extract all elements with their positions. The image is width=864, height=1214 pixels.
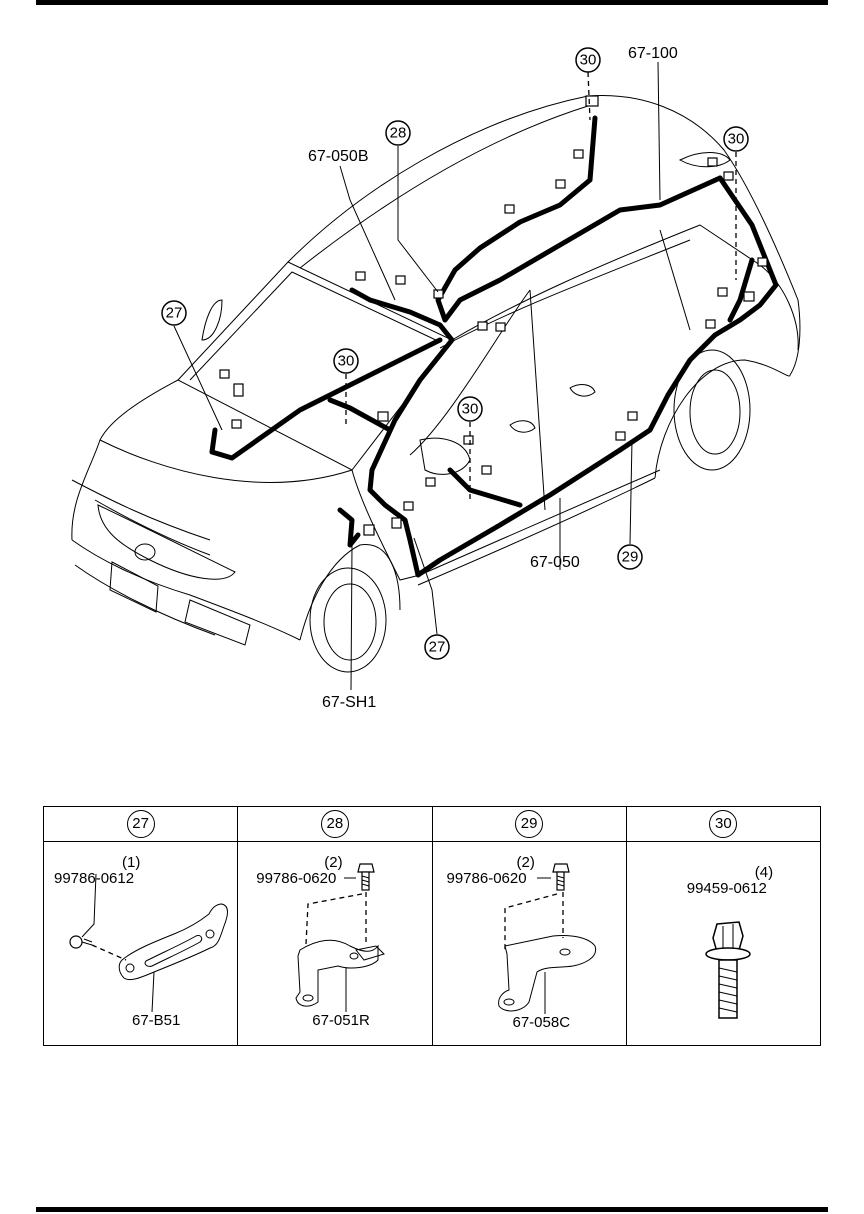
bolt-icon (551, 863, 570, 891)
callout-number: 30 (580, 52, 597, 69)
header-number-27: 27 (126, 810, 155, 838)
parts-cell-29: (2) 99786-0620 67-058C (431, 841, 627, 1046)
callout-30-dash: 30 (333, 348, 359, 374)
parts-table: 27 28 29 30 (1) 99786-0612 67-B51 (42, 806, 822, 1046)
qty-29: (2) (516, 854, 535, 871)
bottom-border-rule (36, 1207, 828, 1212)
bolt-icon (357, 863, 376, 891)
parts-table-header-row: 27 28 29 30 (42, 806, 822, 842)
callout-28: 28 (385, 120, 411, 146)
callout-29: 29 (617, 544, 643, 570)
header-number-29: 29 (515, 810, 544, 838)
door-branch-line (447, 467, 523, 508)
dash-harness-line (209, 337, 443, 461)
floor-harness-label: 67-050 (530, 554, 580, 571)
callout-number: 27 (166, 305, 183, 322)
front-harness-line (349, 287, 623, 578)
bolt-number-27: 99786-0612 (54, 870, 135, 887)
bolt-icon (69, 935, 93, 949)
bracket-67-058c-drawing (497, 863, 596, 1014)
callout-27-bottom: 27 (424, 634, 450, 660)
dash-branch-line (327, 397, 393, 433)
parts-table-header-cell: 30 (625, 806, 822, 842)
callout-number: 29 (622, 549, 639, 566)
callout-30-door: 30 (457, 396, 483, 422)
parts-table-header-cell: 27 (42, 806, 239, 842)
sub-harness-line (337, 507, 361, 548)
roof-rear-pillar-line (727, 257, 755, 323)
parts-cell-28: (2) 99786-0620 67-051R (237, 841, 433, 1046)
part-number-29: 67-058C (512, 1014, 571, 1031)
header-number-30: 30 (709, 810, 738, 838)
front-harness-label: 67-050B (308, 148, 369, 165)
bracket-67-b51-drawing (69, 873, 228, 1013)
header-number-28: 28 (320, 810, 349, 838)
qty-27: (1) (122, 854, 141, 871)
parts-table-header-cell: 29 (431, 806, 627, 842)
bolt-number-29: 99786-0620 (446, 870, 527, 887)
sub-harness-label: 67-SH1 (322, 694, 376, 711)
roof-harness-line (435, 115, 723, 323)
connectors (219, 95, 768, 536)
qty-30: (4) (754, 864, 774, 881)
car-body-outline (71, 94, 801, 673)
roof-harness-rear-line (617, 175, 779, 453)
leader-lines (173, 61, 737, 691)
flange-bolt-icon (705, 921, 751, 1019)
qty-28: (2) (324, 854, 343, 871)
roof-harness-label: 67-100 (628, 45, 678, 62)
parts-cell-27: (1) 99786-0612 67-B51 (42, 841, 239, 1046)
callout-number: 28 (390, 125, 407, 142)
part-number-28: 67-051R (312, 1012, 370, 1029)
bracket-67-051r-drawing (295, 863, 386, 1012)
bolt-number-28: 99786-0620 (256, 870, 337, 887)
part-number-27: 67-B51 (132, 1012, 181, 1029)
parts-table-body-row: (1) 99786-0612 67-B51 (2) (42, 841, 822, 1046)
callout-30-rear: 30 (723, 126, 749, 152)
bolt-number-30: 99459-0612 (686, 880, 767, 897)
callout-number: 30 (462, 401, 479, 418)
parts-table-header-cell: 28 (237, 806, 433, 842)
parts-cell-30: (4) 99459-0612 (625, 841, 822, 1046)
callout-number: 30 (338, 353, 355, 370)
flange-bolt-drawing (705, 921, 751, 1019)
callout-30-roof: 30 (575, 47, 601, 73)
callout-27-top: 27 (161, 300, 187, 326)
wiring-harnesses (209, 115, 779, 578)
callout-number: 30 (728, 131, 745, 148)
vehicle-wiring-diagram: 27 28 30 30 30 30 29 27 67-100 67-050B 6… (71, 45, 801, 711)
callout-number: 27 (429, 639, 446, 656)
top-border-rule (36, 0, 828, 5)
